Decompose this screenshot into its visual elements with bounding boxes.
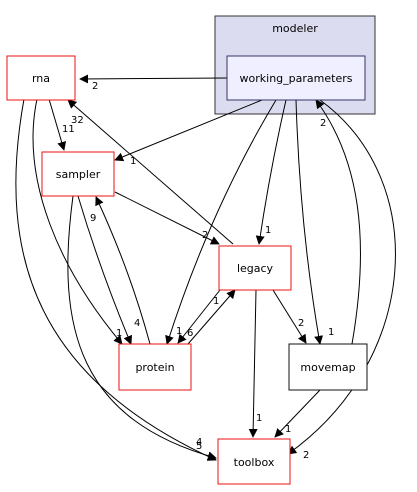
- edge-legacy-to-protein: [177, 289, 221, 344]
- edge-movemap-to-toolbox: [274, 389, 321, 438]
- edge-label: 32: [71, 115, 84, 126]
- edges: [15, 74, 396, 461]
- edge-labels: 2 1 1 1 1 2 11 1 5 2 4 4 32 1 2 1 9 6 2 …: [62, 81, 334, 461]
- edge-label: 1: [176, 326, 182, 337]
- edge-rna-to-sampler: [48, 98, 67, 151]
- edge-movemap-to-working-parameters: [315, 99, 361, 345]
- edge-label: 2: [320, 118, 326, 129]
- edge-label: 11: [62, 124, 75, 135]
- edge-working-parameters-to-rna: [79, 74, 229, 84]
- node-legacy-box: [218, 245, 292, 291]
- edge-label: 1: [265, 225, 271, 236]
- node-legacy[interactable]: legacy: [218, 245, 292, 291]
- edge-label: 2: [92, 81, 98, 92]
- node-sampler-label: sampler: [56, 168, 101, 181]
- edge-protein-to-legacy: [187, 289, 236, 345]
- node-working-parameters[interactable]: working_parameters: [226, 55, 366, 101]
- edge-rna-to-protein: [32, 98, 123, 345]
- edge-working-parameters-to-sampler: [114, 99, 263, 162]
- edge-label: 2: [298, 318, 304, 329]
- edge-label: 6: [187, 328, 193, 339]
- edge-label: 1: [256, 413, 262, 424]
- node-toolbox[interactable]: toolbox: [217, 438, 291, 485]
- edge-sampler-to-toolbox: [67, 195, 217, 461]
- edge-sampler-to-legacy: [114, 191, 220, 245]
- edge-label: 1: [116, 328, 122, 339]
- node-movemap-label: movemap: [300, 361, 355, 374]
- edge-label: 1: [328, 327, 334, 338]
- node-rna[interactable]: rna: [6, 55, 76, 101]
- node-toolbox-label: toolbox: [234, 456, 275, 469]
- node-working-parameters-box: [226, 55, 366, 101]
- edge-rna-to-toolbox: [15, 98, 217, 461]
- edge-label: 4: [196, 437, 202, 448]
- node-protein-box: [118, 343, 192, 391]
- edge-label: 1: [285, 424, 291, 435]
- node-toolbox-box: [217, 438, 291, 485]
- edge-legacy-to-toolbox: [248, 289, 258, 438]
- edge-label: 1: [213, 296, 219, 307]
- node-movemap[interactable]: movemap: [288, 343, 368, 391]
- edge-protein-to-sampler: [95, 196, 151, 345]
- edge-legacy-to-rna: [67, 99, 234, 245]
- node-working-parameters-label: working_parameters: [240, 72, 353, 85]
- node-legacy-label: legacy: [237, 262, 274, 275]
- edge-label: 4: [134, 318, 140, 329]
- node-protein[interactable]: protein: [118, 343, 192, 391]
- edge-legacy-to-movemap: [272, 289, 307, 344]
- edge-working-parameters-to-movemap: [295, 99, 324, 345]
- edge-working-parameters-to-protein: [165, 99, 277, 345]
- edge-label: 9: [90, 213, 96, 224]
- edge-working-parameters-to-legacy: [255, 99, 287, 245]
- node-rna-label: rna: [32, 72, 50, 85]
- edge-label: 5: [196, 441, 202, 452]
- node-movemap-box: [288, 343, 368, 391]
- edge-sampler-to-protein: [77, 195, 133, 345]
- nodes: working_parameters rna sampler legacy pr…: [6, 55, 368, 485]
- edge-working-parameters-to-toolbox: [287, 99, 396, 455]
- node-sampler-box: [41, 151, 115, 197]
- edge-label: 2: [202, 230, 208, 241]
- node-protein-label: protein: [135, 361, 174, 374]
- node-rna-box: [6, 55, 76, 101]
- edge-label: 2: [303, 450, 309, 461]
- cluster-modeler-title: modeler: [272, 22, 318, 35]
- edge-label: 1: [130, 156, 136, 167]
- node-sampler[interactable]: sampler: [41, 151, 115, 197]
